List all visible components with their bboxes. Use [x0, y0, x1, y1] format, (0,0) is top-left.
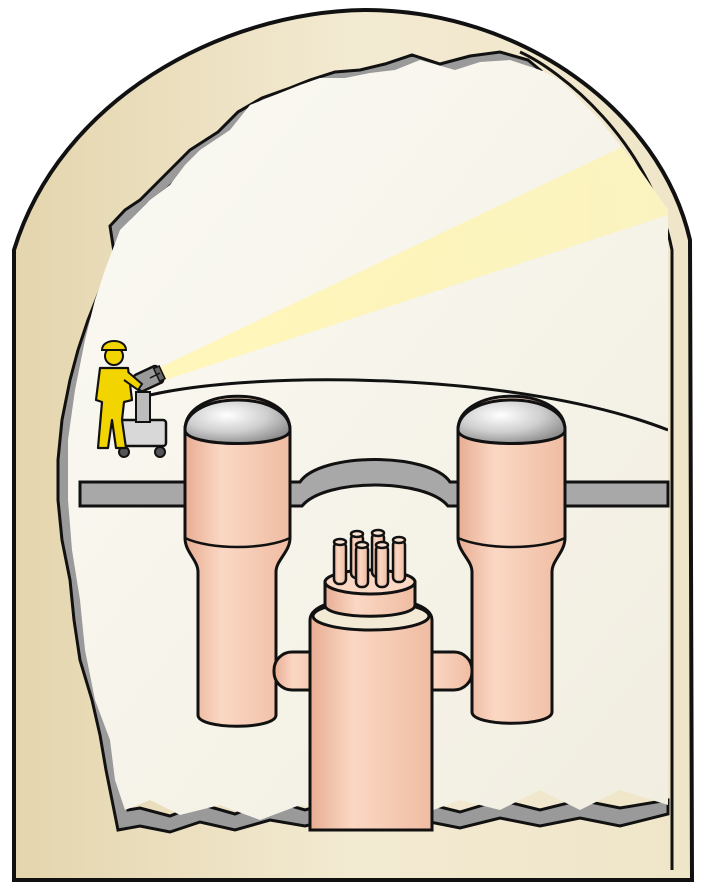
steam-generator-right [458, 396, 565, 723]
operating-floor [80, 482, 185, 506]
reactor-vessel [310, 570, 432, 830]
operating-floor-right [560, 482, 668, 506]
